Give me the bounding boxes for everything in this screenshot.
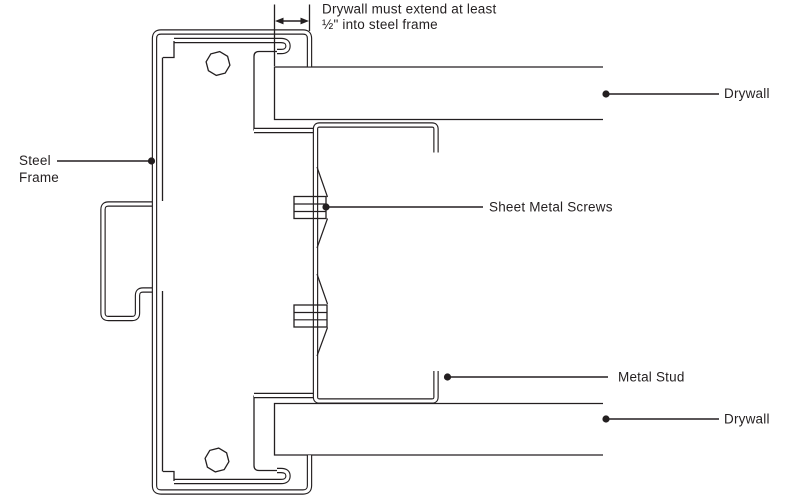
- leader-sheet-metal-screws: [322, 203, 483, 211]
- leader-steel-frame: [57, 157, 156, 165]
- frame-bolt-bottom: [204, 447, 230, 473]
- label-metal-stud: Metal Stud: [618, 370, 685, 385]
- frame-bolt-top: [205, 50, 231, 77]
- note-line2: ½" into steel frame: [322, 17, 438, 32]
- note-line1: Drywall must extend at least: [322, 2, 496, 17]
- dimension-half-inch-overlap: [273, 4, 311, 66]
- label-sheet-metal-screws: Sheet Metal Screws: [489, 200, 613, 215]
- label-steel-frame-line2: Frame: [19, 170, 59, 185]
- sheet-metal-screw-bottom: [293, 273, 329, 357]
- arrowhead-left: [275, 17, 284, 25]
- leader-drywall-bottom: [602, 415, 719, 423]
- drywall-panel-top: [273, 66, 603, 121]
- frame-step-top: [163, 41, 175, 59]
- leader-metal-stud: [443, 373, 608, 381]
- drywall-panel-bottom: [273, 402, 603, 456]
- label-drywall-top: Drywall: [724, 86, 770, 101]
- frame-throat-lines: [253, 50, 314, 472]
- arrowhead-right: [300, 17, 309, 25]
- label-steel-frame-line1: Steel: [19, 153, 51, 168]
- label-drywall-bottom: Drywall: [724, 412, 770, 427]
- frame-anchor-clip: [100, 201, 155, 322]
- metal-stud-profile: [312, 122, 439, 404]
- steel-frame-profile: [151, 29, 313, 495]
- frame-step-bottom: [163, 470, 175, 481]
- leader-drywall-top: [602, 90, 719, 98]
